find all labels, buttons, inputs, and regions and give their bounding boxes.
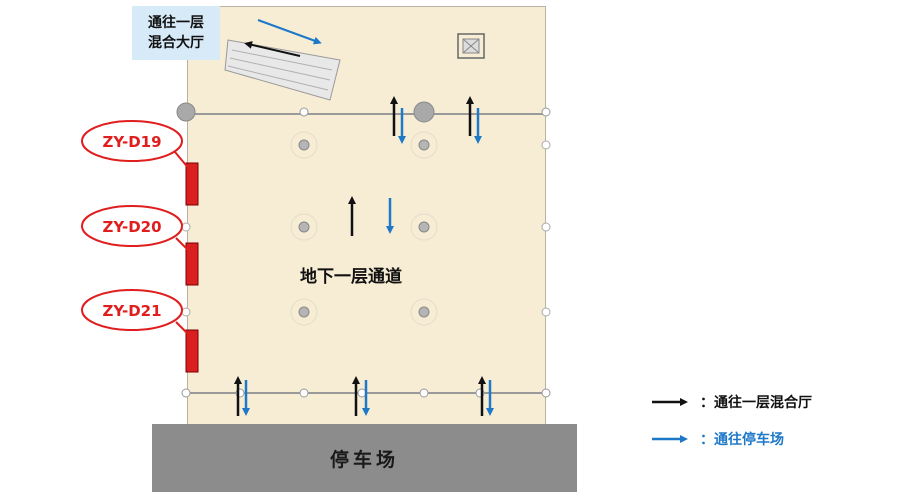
callout-zy-d20: ZY-D20 <box>81 205 191 253</box>
elevator-icon <box>457 33 485 59</box>
door-marker-zy-d19 <box>185 162 199 206</box>
door-marker-zy-d21 <box>185 329 199 373</box>
rail-post <box>299 388 309 398</box>
pillar-halo <box>290 213 318 241</box>
pillar-halo <box>410 131 438 159</box>
pillar-halo <box>410 298 438 326</box>
wall-post <box>541 307 551 317</box>
legend-label-2: ：通往停车场 <box>700 431 784 448</box>
rail-post <box>419 388 429 398</box>
callout-zy-d21: ZY-D21 <box>81 289 191 337</box>
callout-zy-d19: ZY-D19 <box>81 120 191 171</box>
wall-post <box>541 140 551 150</box>
rail-post <box>541 107 551 117</box>
rail-post <box>299 107 309 117</box>
rail-post <box>541 388 551 398</box>
corridor-label: 地下一层通道 <box>300 267 402 287</box>
pillars <box>176 101 551 398</box>
rail-post <box>181 388 191 398</box>
legend-label-1: ：通往一层混合厅 <box>700 394 812 411</box>
callout-label-zy-d20: ZY-D20 <box>102 218 161 236</box>
wall-post <box>181 307 191 317</box>
pillar-halo <box>290 298 318 326</box>
pillar <box>418 139 430 151</box>
pillar <box>413 101 435 123</box>
parking-area: 停车场 <box>152 424 577 492</box>
parking-label: 停车场 <box>329 448 399 471</box>
pillar <box>298 306 310 318</box>
hall-label: 通往一层 混合大厅 <box>132 6 220 60</box>
door-marker-zy-d20 <box>185 242 199 286</box>
wall-post <box>181 222 191 232</box>
hall-label-line1: 通往一层 <box>148 15 204 31</box>
pillar <box>298 139 310 151</box>
wall-post <box>541 222 551 232</box>
callout-label-zy-d19: ZY-D19 <box>102 133 161 151</box>
legend: ：通往一层混合厅 ：通往停车场 <box>652 394 812 448</box>
pillar <box>418 221 430 233</box>
callout-label-zy-d21: ZY-D21 <box>102 302 161 320</box>
pillar-halo <box>290 131 318 159</box>
escalator-icon <box>224 19 341 101</box>
pillar <box>418 306 430 318</box>
pillar <box>298 221 310 233</box>
direction-arrows <box>234 96 494 416</box>
hall-label-line2: 混合大厅 <box>148 35 204 51</box>
pillar <box>176 102 196 122</box>
pillar-halo <box>410 213 438 241</box>
